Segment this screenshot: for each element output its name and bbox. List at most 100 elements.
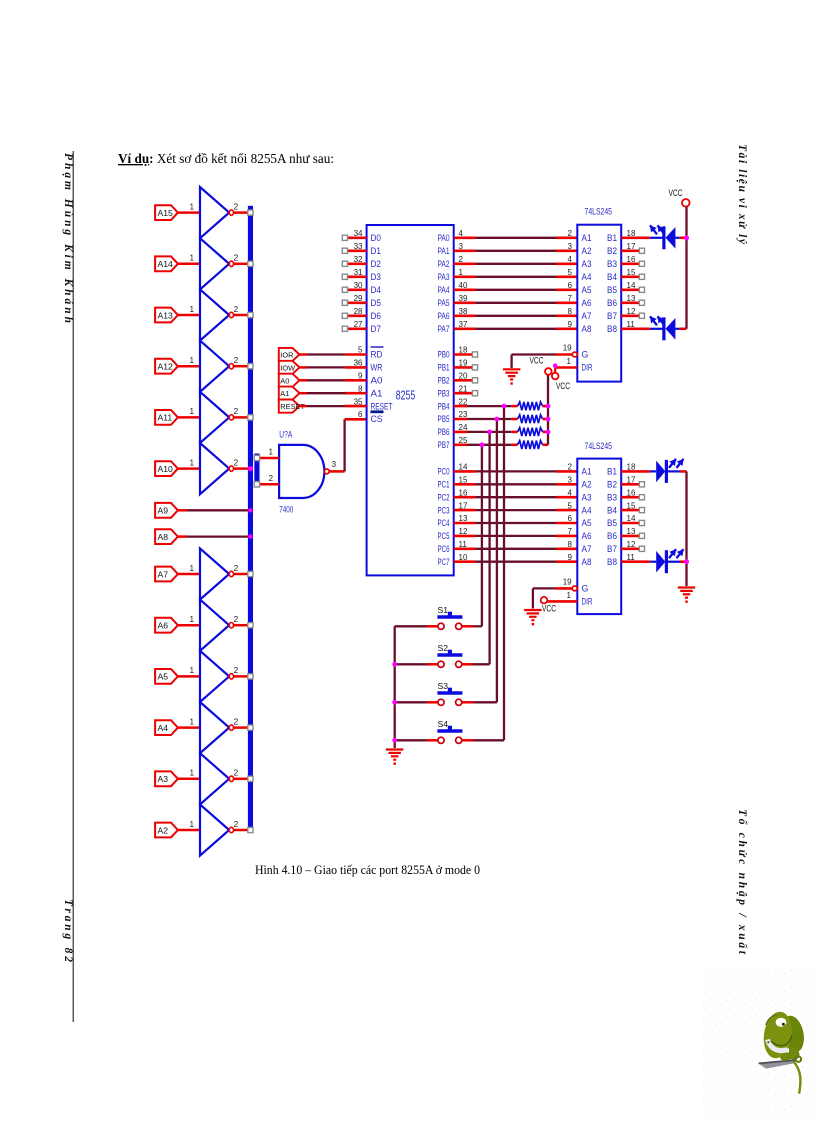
svg-text:A5: A5 <box>582 518 592 528</box>
svg-text:PA1: PA1 <box>438 246 450 256</box>
svg-text:A2: A2 <box>582 246 592 256</box>
svg-text:2: 2 <box>568 229 573 238</box>
svg-text:3: 3 <box>568 242 573 251</box>
svg-text:A3: A3 <box>158 774 169 784</box>
svg-text:15: 15 <box>459 476 468 485</box>
svg-text:PB7: PB7 <box>438 440 450 450</box>
svg-text:19: 19 <box>459 359 468 368</box>
svg-text:VCC: VCC <box>542 604 556 614</box>
svg-text:15: 15 <box>627 268 636 277</box>
svg-text:2: 2 <box>234 254 239 263</box>
svg-text:A4: A4 <box>582 272 592 282</box>
svg-text:B2: B2 <box>607 480 617 490</box>
svg-text:PC1: PC1 <box>438 480 450 490</box>
svg-text:19: 19 <box>563 344 572 353</box>
svg-text:5: 5 <box>568 501 573 510</box>
svg-text:PC2: PC2 <box>438 492 450 502</box>
svg-text:1: 1 <box>190 615 195 624</box>
svg-text:1: 1 <box>190 458 195 467</box>
svg-text:2: 2 <box>234 305 239 314</box>
svg-text:A8: A8 <box>582 557 592 567</box>
svg-text:9: 9 <box>568 553 573 562</box>
svg-text:1: 1 <box>190 666 195 675</box>
svg-text:RESET: RESET <box>280 402 305 411</box>
svg-text:Ví dụ: Xét sơ đồ kết nối 8255A: Ví dụ: Xét sơ đồ kết nối 8255A như sau: <box>118 151 334 166</box>
svg-text:A7: A7 <box>158 569 169 579</box>
svg-text:A8: A8 <box>582 324 592 334</box>
svg-text:VCC: VCC <box>669 188 683 198</box>
svg-text:2: 2 <box>459 255 464 264</box>
svg-text:33: 33 <box>354 242 363 251</box>
svg-text:8: 8 <box>358 384 363 393</box>
svg-text:A15: A15 <box>158 208 174 218</box>
svg-text:Tổ chức nhập / xuất: Tổ chức nhập / xuất <box>736 809 749 955</box>
svg-text:35: 35 <box>354 397 363 406</box>
svg-text:A5: A5 <box>158 672 169 682</box>
svg-text:B8: B8 <box>607 557 617 567</box>
svg-text:A4: A4 <box>158 723 169 733</box>
svg-text:13: 13 <box>627 527 636 536</box>
svg-text:27: 27 <box>354 320 363 329</box>
svg-text:B7: B7 <box>607 544 617 554</box>
svg-text:13: 13 <box>459 514 468 523</box>
svg-text:RD: RD <box>371 350 383 360</box>
svg-text:25: 25 <box>459 436 468 445</box>
svg-text:WR: WR <box>371 363 383 373</box>
svg-text:1: 1 <box>566 591 571 600</box>
svg-text:A3: A3 <box>582 259 592 269</box>
svg-text:19: 19 <box>563 577 572 586</box>
svg-text:S2: S2 <box>438 643 449 653</box>
svg-text:A1: A1 <box>582 467 592 477</box>
svg-text:17: 17 <box>627 242 636 251</box>
svg-text:16: 16 <box>459 488 468 497</box>
svg-text:PB6: PB6 <box>438 427 450 437</box>
svg-text:PC5: PC5 <box>438 531 450 541</box>
svg-text:20: 20 <box>459 372 468 381</box>
svg-text:1: 1 <box>190 717 195 726</box>
svg-text:A0: A0 <box>371 376 383 386</box>
svg-text:7400: 7400 <box>279 505 293 516</box>
svg-text:PA3: PA3 <box>438 272 450 282</box>
svg-text:PC0: PC0 <box>438 467 450 477</box>
svg-text:18: 18 <box>459 346 468 355</box>
svg-text:PC6: PC6 <box>438 544 450 554</box>
svg-text:A6: A6 <box>158 621 169 631</box>
svg-text:U?A: U?A <box>279 430 292 441</box>
svg-text:2: 2 <box>234 615 239 624</box>
svg-text:S3: S3 <box>438 681 449 691</box>
svg-text:PA7: PA7 <box>438 324 450 334</box>
svg-text:A2: A2 <box>158 825 169 835</box>
svg-text:1: 1 <box>190 769 195 778</box>
svg-text:2: 2 <box>234 769 239 778</box>
svg-text:1: 1 <box>269 448 274 457</box>
svg-text:8: 8 <box>568 540 573 549</box>
svg-text:11: 11 <box>459 540 468 549</box>
svg-text:10: 10 <box>459 553 468 562</box>
svg-text:A11: A11 <box>158 413 173 423</box>
svg-text:A1: A1 <box>371 388 383 398</box>
svg-text:39: 39 <box>459 294 468 303</box>
svg-text:16: 16 <box>627 255 636 264</box>
svg-text:D2: D2 <box>371 259 382 269</box>
svg-text:S4: S4 <box>438 719 449 729</box>
svg-text:40: 40 <box>459 281 468 290</box>
svg-text:DIR: DIR <box>582 363 593 373</box>
svg-text:6: 6 <box>568 281 573 290</box>
svg-text:D0: D0 <box>371 233 382 243</box>
svg-text:PB0: PB0 <box>438 350 450 360</box>
svg-text:A3: A3 <box>582 492 592 502</box>
svg-text:B1: B1 <box>607 467 617 477</box>
svg-text:18: 18 <box>627 229 636 238</box>
svg-text:PB1: PB1 <box>438 363 450 373</box>
svg-text:B5: B5 <box>607 518 617 528</box>
svg-text:11: 11 <box>627 553 636 562</box>
svg-text:D7: D7 <box>371 324 382 334</box>
svg-text:7: 7 <box>568 294 573 303</box>
svg-text:22: 22 <box>459 397 468 406</box>
svg-text:6: 6 <box>568 514 573 523</box>
svg-text:4: 4 <box>568 488 573 497</box>
svg-text:12: 12 <box>627 540 636 549</box>
svg-text:A2: A2 <box>582 480 592 490</box>
svg-text:23: 23 <box>459 410 468 419</box>
svg-text:A6: A6 <box>582 298 592 308</box>
